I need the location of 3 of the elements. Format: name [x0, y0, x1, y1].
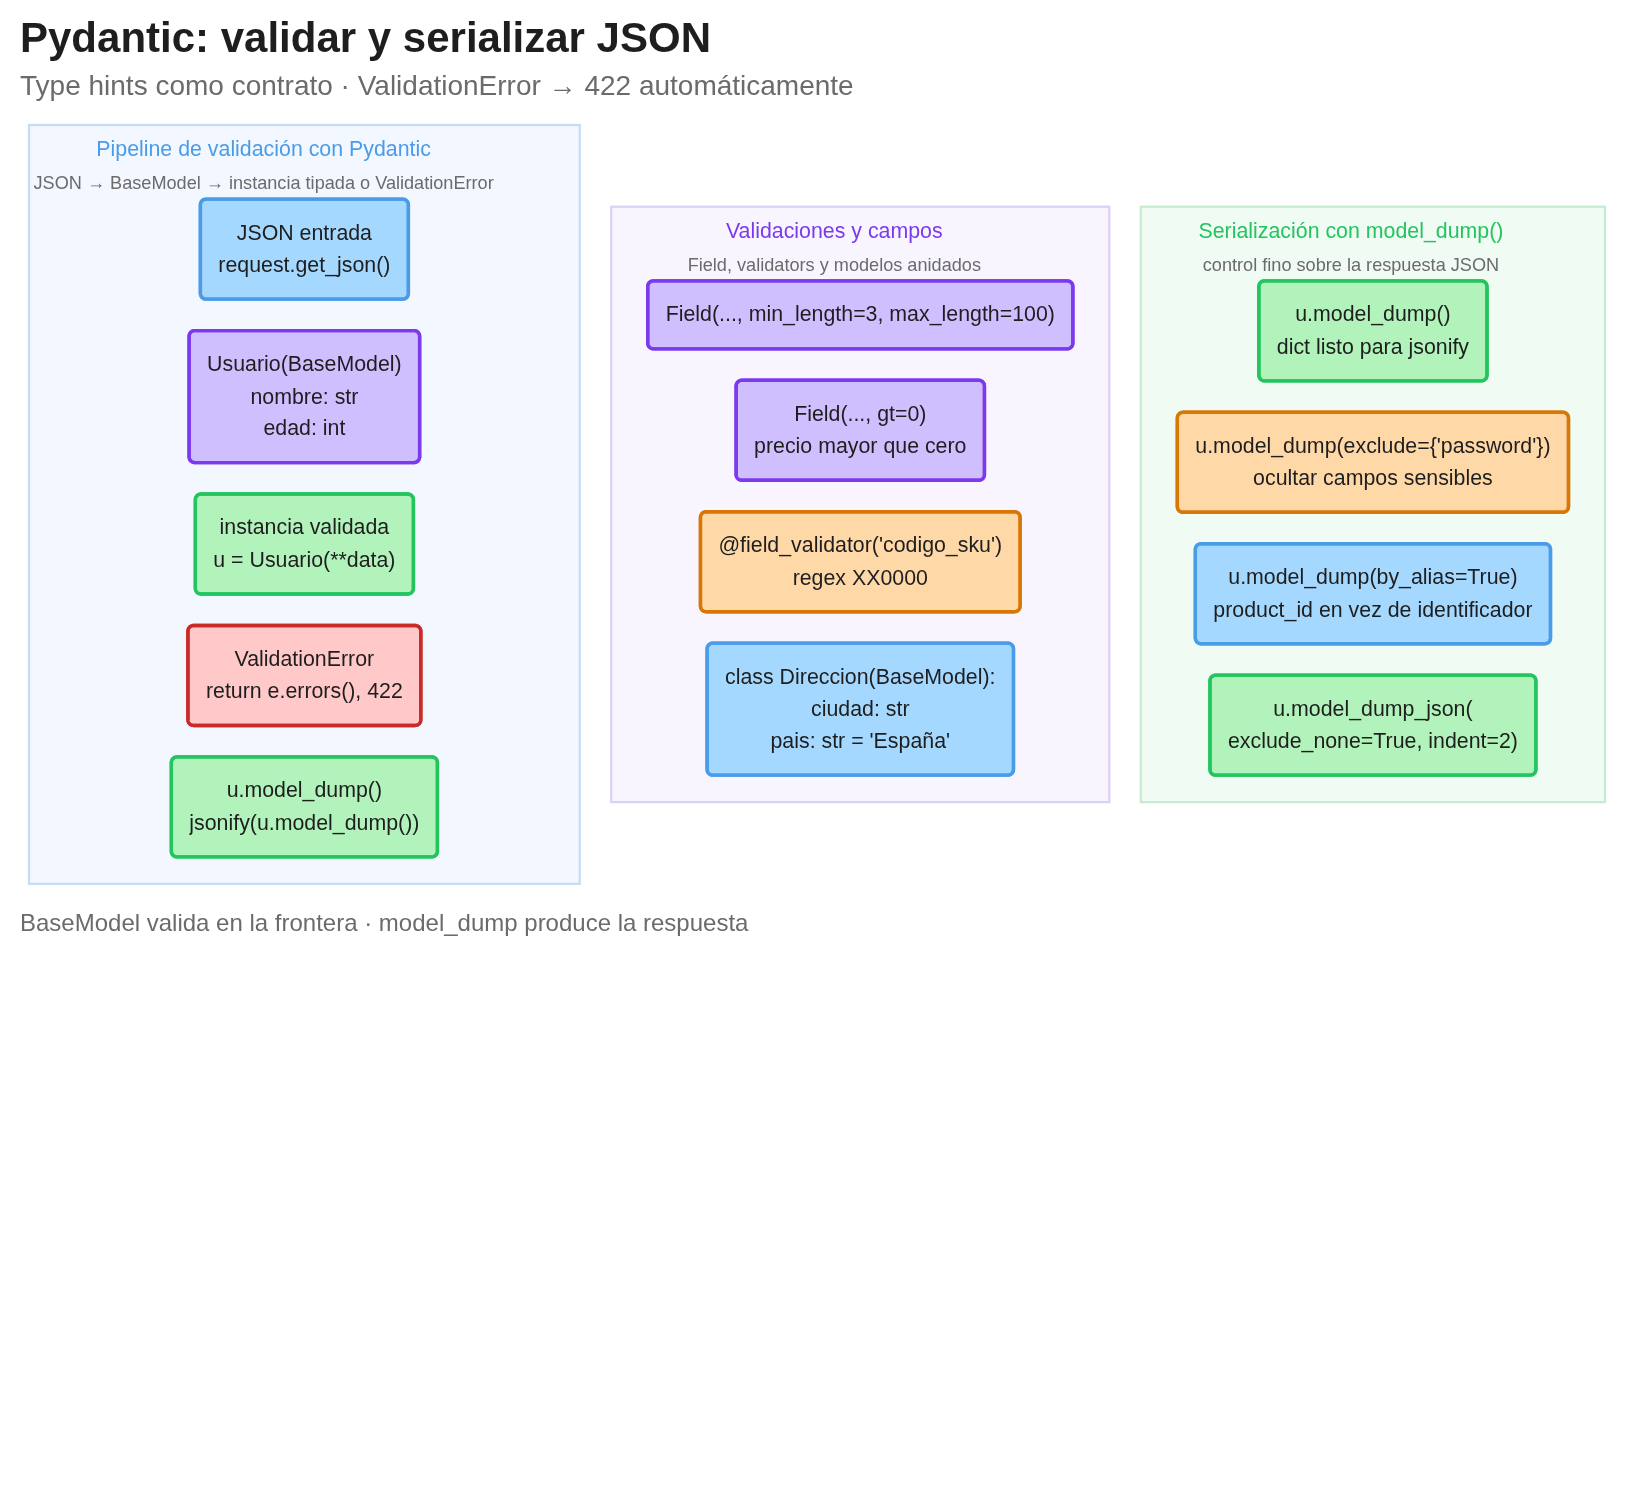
diagram-caption: BaseModel valida en la frontera · model_dump produce la respuesta — [20, 908, 749, 937]
subtitle-text: Type hints como contrato · ValidationError → 422 automáticamente — [20, 70, 854, 102]
diagram-title: Pydantic: validar y serializar JSON — [20, 14, 711, 62]
